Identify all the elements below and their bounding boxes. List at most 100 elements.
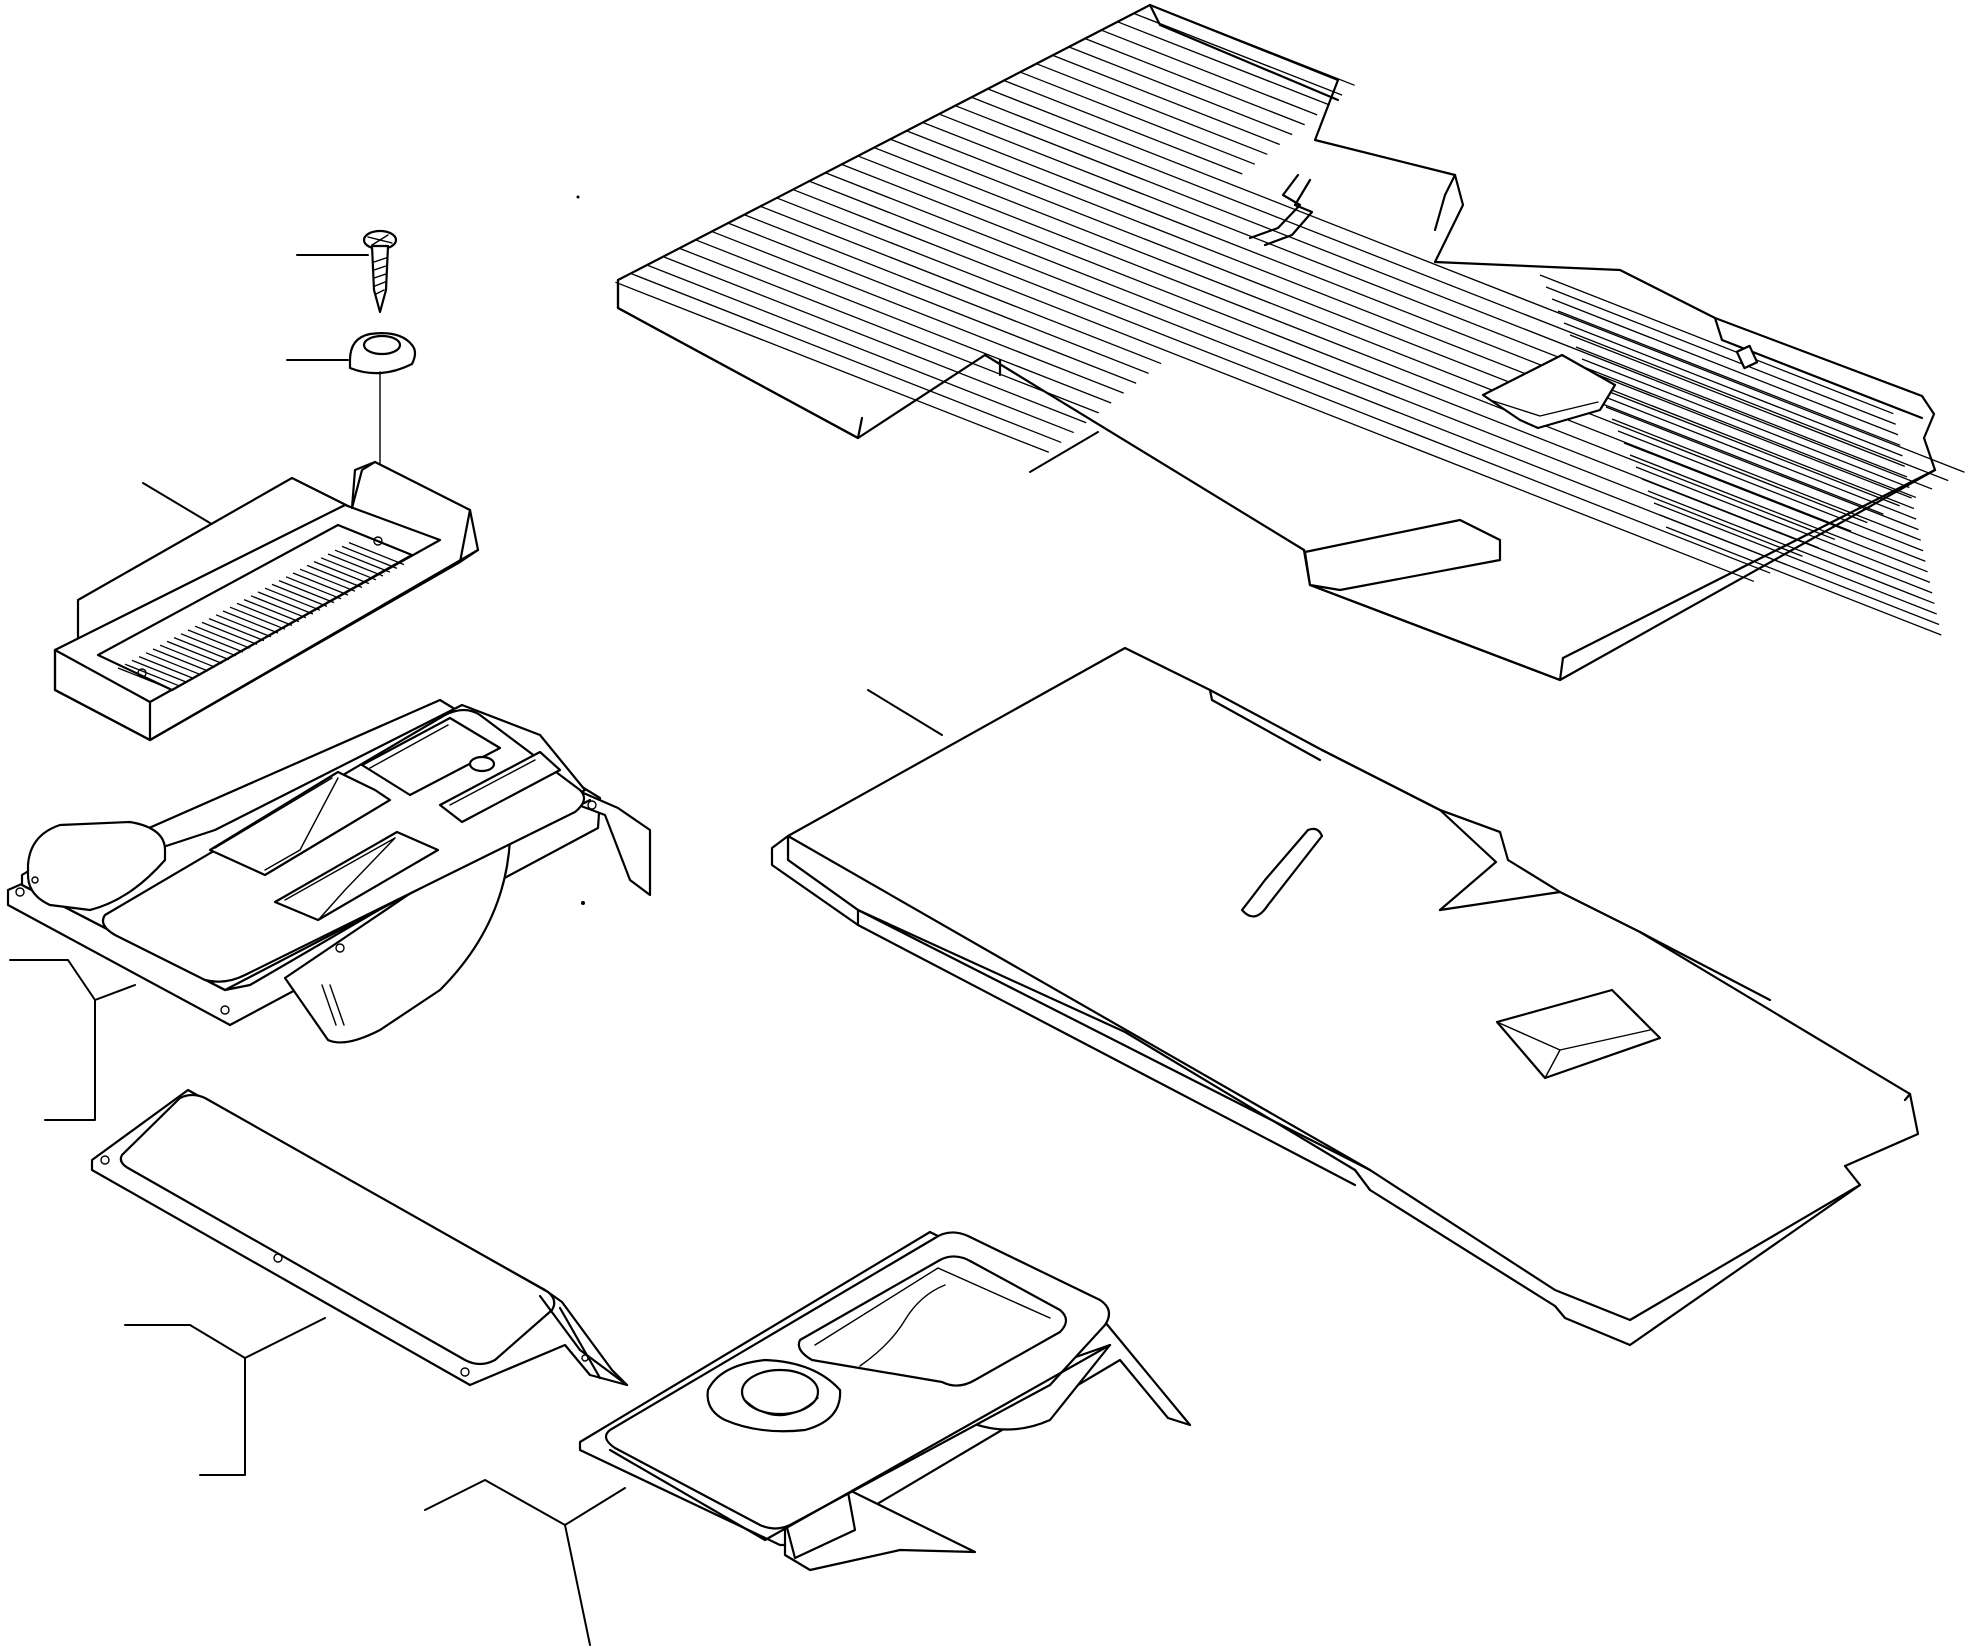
mat-rib [728,222,1137,384]
small-mat-rib [327,553,384,577]
leader-small-mat [142,482,211,524]
mat-rib [1665,526,1942,636]
leader-side-cover-2 [199,1357,246,1476]
mat-rib [1539,274,1894,415]
small-mat-rib [306,564,363,589]
small-mat-ribs [117,541,405,691]
small-ribbed-mat [53,460,480,742]
small-mat-rib [257,591,314,615]
mat-rib [1551,298,1899,436]
mat-rib [1653,502,1937,615]
small-mat-rib [292,572,349,596]
mat-rib [1659,514,1940,626]
mat-rib [760,205,1162,365]
leader-ribbed-mat [1029,431,1099,473]
small-mat-rib [271,583,328,608]
mat-rib [696,239,1112,404]
mat-rib [744,214,1149,375]
mat-rib [825,172,1803,557]
small-mat-rib [117,667,174,691]
screw-icon [362,229,398,314]
small-mat-rib [320,557,377,581]
mat-rib [1593,382,1915,510]
mat-rib [1611,418,1921,541]
small-mat-rib [208,617,265,642]
small-mat-rib [278,579,335,604]
mat-rib [1629,454,1928,573]
small-mat-rib [201,621,258,646]
mat-ribs [615,4,1965,636]
small-mat-rib [173,636,230,661]
leader-left-console [9,959,136,1001]
small-mat-rib [285,576,342,600]
mat-rib [631,273,1062,444]
mat-rib [1036,63,1268,155]
mat-rib [1569,334,1906,468]
mat-rib [679,247,1099,414]
small-mat-rib [145,652,202,676]
mat-rib [1635,466,1931,583]
front-console-tray [578,1230,1192,1572]
leader-left-console-2 [44,999,96,1121]
small-mat-rib [243,598,300,623]
small-mat-rib [215,614,272,638]
mat-rib [809,180,1787,566]
small-mat-rib [138,655,195,680]
mat-rib [647,264,1074,434]
small-mat-rib [250,595,307,619]
mat-rib [874,147,1852,532]
mat-rib [1647,490,1935,605]
mat-rib [987,88,1965,473]
small-mat-rib [187,629,244,653]
mat-rib [922,121,1900,507]
mat-rib [939,113,1917,499]
mat-rib [1581,358,1910,489]
mat-rib [615,281,1050,453]
leader-floor-plate [867,689,943,736]
mat-rib [1149,4,1355,86]
mat-rib [1068,46,1293,136]
mat-rib [1557,310,1901,446]
mat-rib [1599,394,1917,520]
mat-rib [890,138,1868,524]
mat-rib [1587,370,1912,499]
mat-rib [1641,478,1933,594]
small-mat-rib [180,633,237,657]
small-mat-rib [264,587,321,611]
leader-front-console [424,1479,626,1526]
small-mat-rib [348,541,405,566]
small-mat-rib [131,659,188,684]
mat-rib [1020,71,1255,165]
small-mat-rib [124,663,181,687]
mat-rib [1084,37,1305,126]
mat-rib [971,96,1949,482]
small-mat-rib [194,625,251,649]
flat-floor-plate [770,646,1920,1347]
mat-rib [777,197,1755,583]
leader-side-cover [124,1317,326,1359]
small-mat-rib [341,545,398,570]
side-cover-panel [90,1088,629,1387]
mat-rib [663,256,1087,424]
small-mat-rib [222,610,279,634]
cap-icon [348,332,417,375]
mat-rib [712,231,1124,394]
small-mat-rib [236,602,293,627]
mat-rib [1117,21,1330,106]
mat-rib [955,105,1933,490]
small-mat-rib [313,560,370,585]
mat-rib [1563,322,1903,457]
mat-rib [858,155,1836,541]
small-mat-rib [159,644,216,668]
mat-rib [1575,346,1908,478]
mat-rib [1101,29,1318,116]
small-mat-rib [229,606,286,630]
leader-front-console-2 [564,1524,591,1646]
mat-rib [1545,286,1896,425]
small-mat-rib [152,648,209,672]
left-console-tray [6,698,652,1044]
mat-rib [1052,54,1280,146]
small-mat-rib [334,549,391,573]
mat-rib [1003,79,1243,175]
